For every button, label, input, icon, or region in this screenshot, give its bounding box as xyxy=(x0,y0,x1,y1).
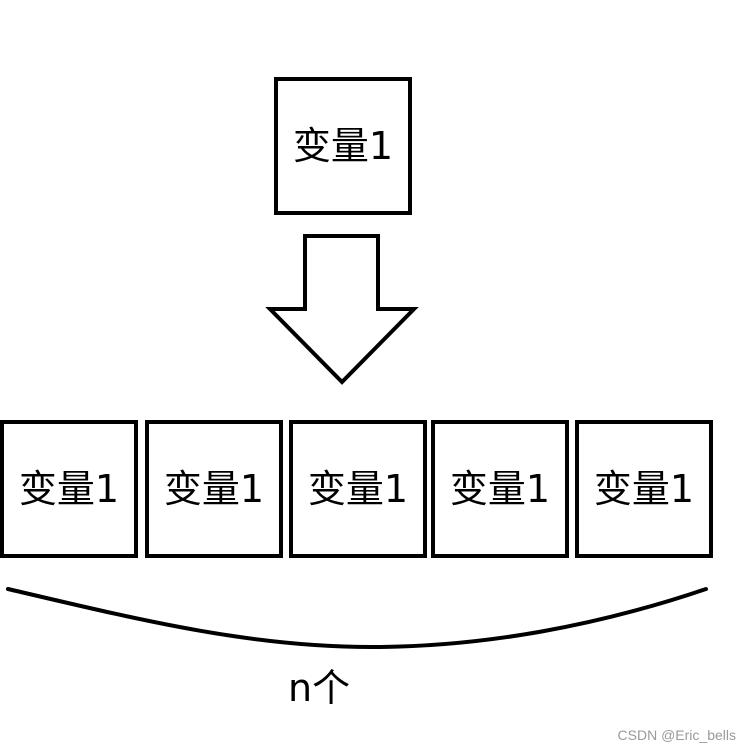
source-variable-label: 变量1 xyxy=(292,124,394,168)
variable-copy-label: 变量1 xyxy=(307,467,409,511)
variable-copy-box: 变量1 xyxy=(0,420,138,558)
variable-copy-label: 变量1 xyxy=(593,467,695,511)
variable-copy-box: 变量1 xyxy=(575,420,713,558)
down-arrow-icon xyxy=(265,234,419,385)
variable-copy-label: 变量1 xyxy=(449,467,551,511)
variable-copy-box: 变量1 xyxy=(431,420,569,558)
source-variable-box: 变量1 xyxy=(274,77,412,215)
variable-copy-label: 变量1 xyxy=(18,467,120,511)
grouping-brace xyxy=(6,587,708,650)
variable-copy-box: 变量1 xyxy=(145,420,283,558)
variable-copy-box: 变量1 xyxy=(289,420,427,558)
watermark-label: CSDN @Eric_bells xyxy=(617,727,736,743)
copy-count-label: n个 xyxy=(288,666,351,710)
variable-copy-label: 变量1 xyxy=(163,467,265,511)
